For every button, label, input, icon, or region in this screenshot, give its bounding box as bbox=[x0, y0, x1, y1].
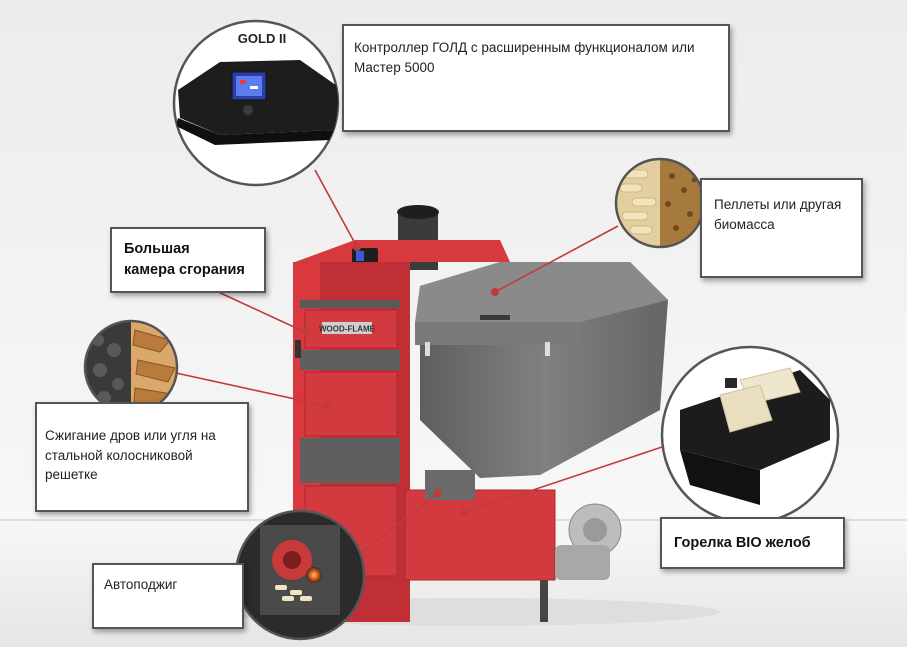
leader-burner bbox=[463, 446, 663, 514]
hopper-lid-front bbox=[415, 322, 580, 345]
pellets-callout: Пеллеты или другая биомасса bbox=[700, 178, 863, 278]
leader-lines bbox=[175, 169, 663, 558]
firewood-coal-icon bbox=[83, 319, 179, 415]
pellets-callout-text: Пеллеты или другая биомасса bbox=[714, 197, 842, 232]
controller-panel-icon: GOLD II bbox=[172, 19, 340, 187]
lid-latch bbox=[425, 342, 430, 356]
fan-unit bbox=[555, 545, 610, 580]
door-hinge bbox=[295, 340, 301, 358]
controller-callout-text: Контроллер ГОЛД с расширенным функционал… bbox=[354, 40, 695, 75]
controller-mini-screen bbox=[356, 251, 364, 261]
ignition-callout-text: Автоподжиг bbox=[104, 577, 178, 592]
leader-chamber bbox=[213, 289, 308, 334]
brand-plate bbox=[322, 322, 372, 334]
burner-trough-icon bbox=[660, 345, 840, 525]
lid-latch bbox=[545, 342, 550, 356]
support-leg bbox=[540, 560, 548, 622]
leader-points bbox=[303, 243, 499, 517]
chimney-opening bbox=[397, 205, 439, 219]
controller-badge: GOLD II bbox=[238, 31, 286, 46]
wood-callout: Сжигание дров или угля на стальной колос… bbox=[35, 402, 249, 512]
burner-callout-text: Горелка BIO желоб bbox=[674, 535, 811, 551]
wood-callout-text: Сжигание дров или угля на стальной колос… bbox=[45, 428, 216, 483]
auto-ignition-icon bbox=[234, 509, 366, 641]
controller-callout: Контроллер ГОЛД с расширенным функционал… bbox=[342, 24, 730, 132]
boiler-band bbox=[300, 300, 400, 308]
leader-controller bbox=[314, 169, 358, 248]
ignition-callout: Автоподжиг bbox=[92, 563, 244, 629]
chamber-callout-line1: Большая bbox=[124, 241, 190, 257]
pellet-hopper bbox=[404, 262, 668, 581]
feeder-neck bbox=[425, 470, 475, 500]
lid-handle bbox=[480, 315, 510, 320]
boiler-top bbox=[295, 240, 510, 262]
burner-box bbox=[404, 489, 556, 581]
burner-callout: Горелка BIO желоб bbox=[660, 517, 845, 569]
feed-motor-hub bbox=[583, 518, 607, 542]
leader-pellets bbox=[494, 225, 619, 293]
boiler-band bbox=[300, 350, 400, 370]
brand-plate-text: WOOD-FLAME bbox=[319, 325, 376, 334]
chamber-callout: Большая камера сгорания bbox=[110, 227, 266, 293]
hopper-lid bbox=[415, 262, 668, 322]
boiler-band bbox=[300, 438, 400, 483]
leader-ignition bbox=[355, 492, 439, 558]
leader-wood bbox=[175, 372, 328, 407]
chamber-callout-line2: камера сгорания bbox=[124, 262, 245, 279]
